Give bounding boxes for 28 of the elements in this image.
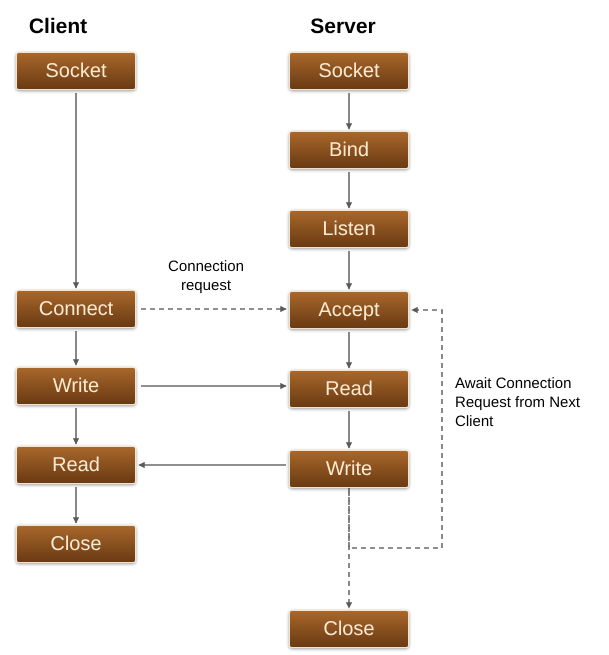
dashed-arrow: [346, 491, 352, 609]
process-box: Read: [16, 446, 136, 484]
arrow: [72, 93, 80, 289]
arrow: [141, 382, 287, 390]
process-box: Write: [289, 450, 409, 488]
process-box: Connect: [16, 290, 136, 328]
process-box: Accept: [289, 291, 409, 329]
arrow: [346, 93, 352, 130]
process-box: Bind: [289, 131, 409, 169]
process-box: Read: [289, 370, 409, 408]
process-box: Socket: [289, 52, 409, 90]
process-box: Listen: [289, 210, 409, 248]
arrow: [346, 411, 352, 449]
arrow: [72, 408, 80, 445]
process-box: Write: [16, 367, 136, 405]
column-heading: Client: [28, 16, 88, 37]
dashed-arrow: [141, 306, 287, 312]
arrow: [346, 172, 352, 209]
process-box: Close: [16, 525, 136, 563]
dashed-arrow: [348, 306, 443, 549]
arrow: [346, 332, 352, 369]
process-box: Close: [289, 610, 409, 648]
arrow: [138, 462, 286, 468]
arrow: [72, 487, 80, 524]
arrow: [72, 331, 80, 366]
column-heading: Server: [310, 16, 376, 37]
arrow: [346, 251, 352, 290]
process-box: Socket: [16, 52, 136, 90]
